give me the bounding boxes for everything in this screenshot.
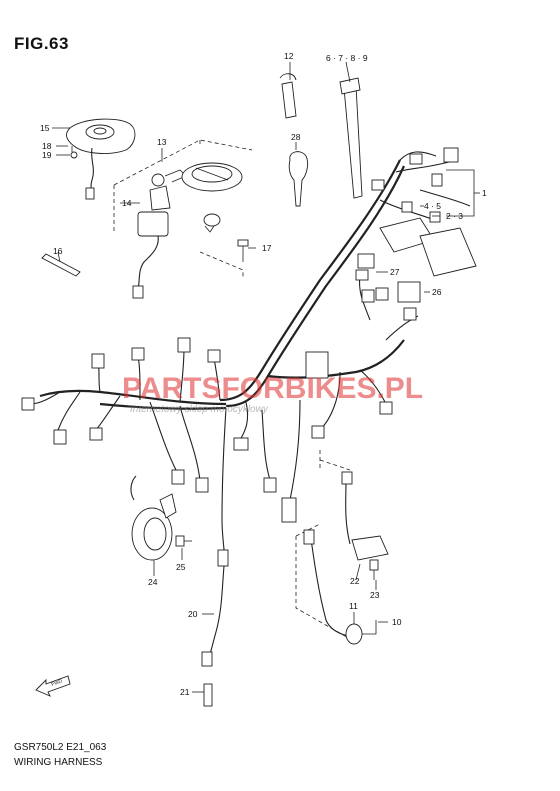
callout-26: 26 (432, 287, 442, 297)
callout-21: 21 (180, 687, 190, 697)
harness-connectors (21, 147, 477, 523)
callout-12: 12 (284, 51, 294, 61)
callout-24: 24 (148, 577, 158, 587)
callout-16: 16 (53, 246, 63, 256)
callout-23: 23 (370, 590, 380, 600)
part-25-bolt (175, 535, 192, 547)
part-20-sensor-lead (201, 549, 229, 667)
leader-lines (52, 61, 480, 693)
fwd-arrow-icon: FWD (35, 675, 71, 697)
part-18-19-screws (70, 146, 78, 159)
callout-1: 1 (482, 188, 487, 198)
callout-6-9: 6 · 7 · 8 · 9 (326, 53, 368, 63)
callout-4-5: 4 · 5 (424, 201, 441, 211)
part-6-9-cable-tie (339, 77, 363, 199)
callout-15: 15 (40, 123, 50, 133)
part-28-key (288, 151, 309, 207)
watermark-logo: PARTSFORBIKES.PL (122, 372, 423, 405)
callout-14: 14 (122, 198, 132, 208)
callout-2-3: 2 · 3 (446, 211, 463, 221)
callout-20: 20 (188, 609, 198, 619)
part-24-horn (130, 475, 177, 561)
callout-13: 13 (157, 137, 167, 147)
fwd-label: FWD (51, 678, 64, 688)
callout-18: 18 (42, 141, 52, 151)
figure-title: FIG.63 (14, 34, 69, 53)
part-16-tape (41, 253, 81, 277)
part-15-lock-cover (66, 118, 136, 200)
callout-27: 27 (390, 267, 400, 277)
callout-labels: 15 18 19 13 14 16 12 28 6 · 7 · 8 · 9 17… (40, 51, 487, 697)
callout-19: 19 (42, 150, 52, 160)
part-12-clamp (279, 73, 297, 119)
watermark-tagline: Internetowy sklep motocyklowy (130, 404, 269, 415)
figure-code: GSR750L2 E21_063 (14, 742, 107, 753)
callout-25: 25 (176, 562, 186, 572)
watermark: PARTSFORBIKES.PL Internetowy sklep motoc… (122, 372, 423, 415)
callout-17: 17 (262, 243, 272, 253)
callout-11: 11 (349, 601, 358, 611)
callout-28: 28 (291, 132, 301, 142)
part-10-11-group (295, 450, 389, 645)
figure-caption: WIRING HARNESS (14, 757, 103, 768)
part-21-pin (203, 683, 213, 707)
callout-10: 10 (392, 617, 402, 627)
callout-22: 22 (350, 576, 360, 586)
part-13-ignition-group (113, 139, 253, 299)
